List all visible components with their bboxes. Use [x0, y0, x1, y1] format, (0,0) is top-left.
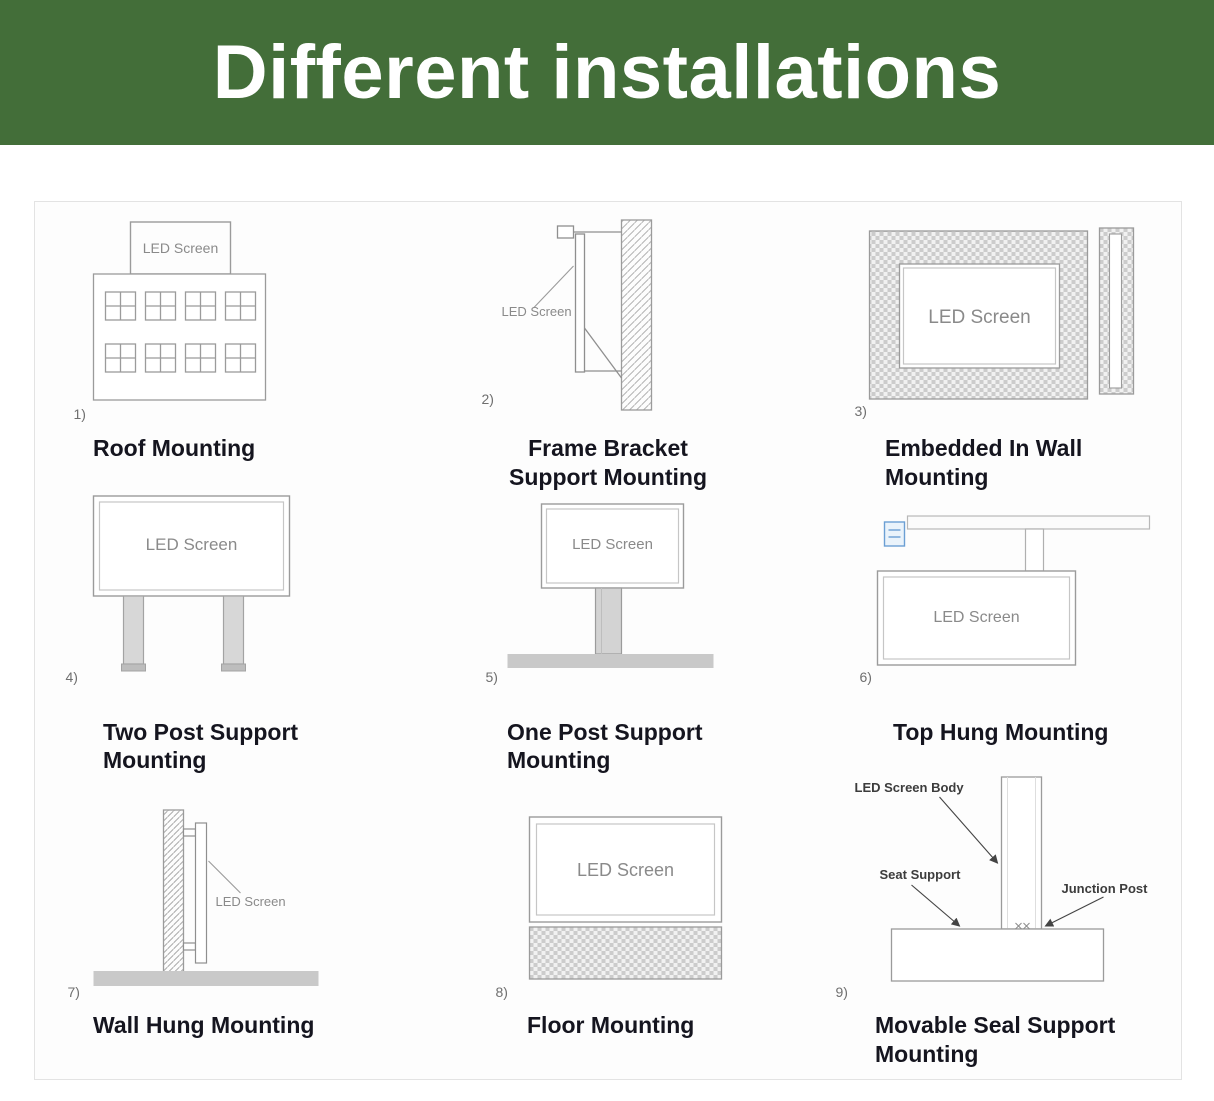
caption-floor-mounting: Floor Mounting: [527, 1012, 695, 1038]
screen-sketch: [182, 822, 208, 964]
led-screen-text: LED Screen: [928, 307, 1030, 328]
base-block-sketch: [528, 926, 723, 980]
figure-number-5: 5): [486, 669, 498, 685]
caption-embedded-wall-mounting: Embedded In Wall Mounting: [885, 435, 1083, 490]
figure-one-post-mounting: LED Screen 5) One Post Support Mounting: [417, 492, 799, 776]
junction-marks: [1015, 922, 1030, 930]
installations-panel: LED Screen 1) Roof Mounting: [34, 201, 1182, 1080]
seat-base-sketch: [890, 928, 1105, 982]
figure-two-post-mounting: LED Screen 4) Two Post Support Mounting: [35, 492, 417, 776]
caption-top-hung-mounting: Top Hung Mounting: [893, 718, 1109, 745]
wall-hung-diagram: LED Screen 7): [68, 809, 319, 1000]
caption-roof-mounting: Roof Mounting: [93, 435, 256, 461]
floor-mounting-diagram: LED Screen 8): [496, 816, 723, 1000]
figure-top-hung-mounting: LED Screen 6) Top Hung Mounting: [799, 492, 1181, 776]
page-title: Different installations: [212, 30, 1002, 115]
roof-screen-box: [129, 221, 232, 275]
ceiling-slab-sketch: [906, 514, 1151, 530]
led-screen-text: LED Screen: [933, 609, 1019, 626]
side-wall-strip: [1098, 227, 1135, 395]
figure-movable-seal-mounting: LED Screen Body Seat Support Junction Po…: [799, 775, 1181, 1069]
figure-number-3: 3): [855, 403, 867, 419]
led-screen-body-label: LED Screen Body: [855, 780, 965, 795]
figure-number-6: 6): [860, 669, 872, 685]
led-screen-text: LED Screen: [146, 535, 238, 554]
junction-post-label: Junction Post: [1062, 881, 1149, 896]
pointer-line: [533, 265, 574, 309]
screen-sketch: [540, 502, 685, 589]
hanger-bracket-sketch: [1024, 527, 1045, 572]
bracket-sketch: [556, 225, 623, 379]
wall-sketch: [620, 219, 653, 411]
two-post-diagram: LED Screen 4): [66, 494, 291, 685]
caption-two-post-mounting: Two Post Support Mounting: [103, 718, 299, 774]
figure-number-9: 9): [836, 984, 848, 1000]
building-sketch: [92, 273, 267, 401]
led-screen-text: LED Screen: [216, 894, 286, 909]
figure-number-7: 7): [68, 984, 80, 1000]
led-screen-text: LED Screen: [143, 240, 218, 256]
figure-floor-mounting: LED Screen 8) Floor Mounting: [417, 775, 799, 1069]
figure-number-2: 2): [482, 391, 494, 407]
roof-mounting-diagram: LED Screen 1): [74, 221, 267, 422]
figure-embedded-wall-mounting: LED Screen 3) Embedded In Wall Mounting: [799, 216, 1181, 492]
led-screen-text: LED Screen: [572, 536, 653, 553]
one-post-diagram: LED Screen 5): [486, 502, 714, 685]
caption-movable-seal-mounting: Movable Seal Support Mounting: [875, 1012, 1116, 1067]
led-screen-text: LED Screen: [502, 304, 572, 319]
screen-sketch: [528, 816, 723, 923]
led-screen-text: LED Screen: [577, 860, 674, 880]
page-banner: Different installations: [0, 0, 1214, 145]
screen-body-sketch: [1000, 776, 1043, 930]
screen-sketch: [876, 569, 1077, 666]
figure-wall-hung-mounting: LED Screen 7) Wall Hung Mounting: [35, 775, 417, 1069]
wall-post-sketch: [162, 809, 185, 979]
top-hung-diagram: LED Screen 6): [860, 514, 1151, 685]
pointer-line: [208, 860, 241, 894]
figure-frame-bracket-mounting: LED Screen 2) Frame Bracket Support Moun…: [417, 216, 799, 492]
frame-bracket-diagram: LED Screen 2): [482, 219, 653, 411]
window-icon: [883, 520, 906, 547]
embedded-wall-diagram: LED Screen 3): [855, 227, 1135, 419]
ground-sketch: [507, 653, 714, 668]
post-sketch: [594, 586, 623, 655]
caption-wall-hung-mounting: Wall Hung Mounting: [93, 1012, 315, 1038]
caption-frame-bracket-mounting: Frame Bracket Support Mounting: [509, 435, 707, 490]
movable-seal-diagram: LED Screen Body Seat Support Junction Po…: [836, 776, 1149, 1000]
figure-number-1: 1): [74, 406, 86, 422]
screen-sketch: [92, 494, 291, 597]
figure-number-8: 8): [496, 984, 508, 1000]
figure-roof-mounting: LED Screen 1) Roof Mounting: [35, 216, 417, 492]
seat-support-label: Seat Support: [880, 867, 962, 882]
installations-grid: LED Screen 1) Roof Mounting: [35, 216, 1181, 1069]
wall-sketch: [868, 230, 1089, 400]
caption-one-post-mounting: One Post Support Mounting: [507, 718, 703, 774]
annotation-arrows: [911, 796, 1104, 927]
post-sketch: [121, 594, 246, 671]
ground-sketch: [93, 971, 319, 986]
figure-number-4: 4): [66, 669, 78, 685]
